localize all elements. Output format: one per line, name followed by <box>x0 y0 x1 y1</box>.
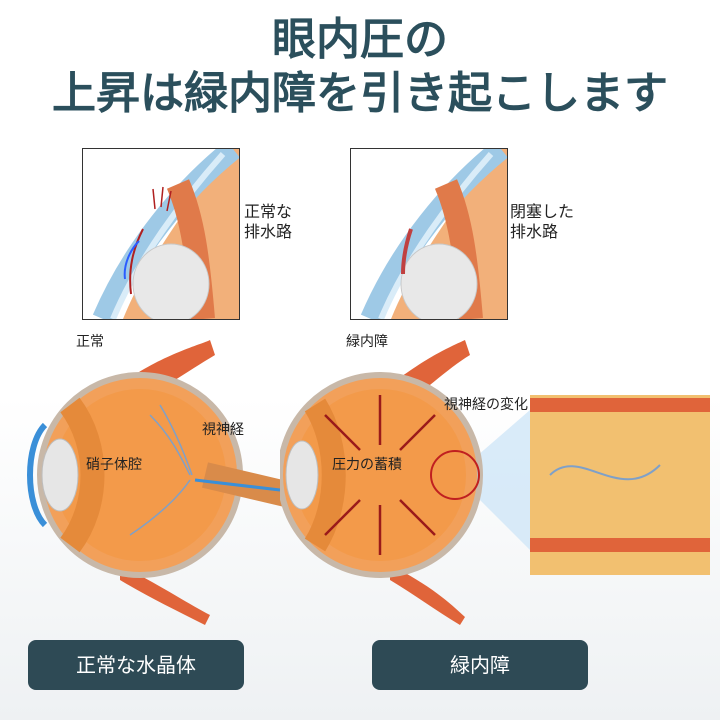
normal-drainage-panel <box>82 148 240 320</box>
normal-eye-illustration <box>27 340 290 625</box>
blocked-drainage-panel <box>350 148 508 320</box>
normal-lens-button[interactable]: 正常な水晶体 <box>28 640 244 690</box>
normal-drainage-illustration <box>92 149 239 319</box>
glaucoma-eye-illustration <box>280 340 710 625</box>
glaucoma-button[interactable]: 緑内障 <box>372 640 588 690</box>
optic-nerve-label: 視神経 <box>202 422 244 438</box>
nerve-change-label: 視神経の変化 <box>444 397 528 413</box>
glaucoma-label: 緑内障 <box>346 334 388 350</box>
page-title-line1: 眼内圧の <box>272 14 448 65</box>
normal-label: 正常 <box>76 334 104 350</box>
normal-drainage-label: 正常な 排水路 <box>244 202 293 241</box>
blocked-drainage-illustration <box>360 149 507 319</box>
page-title-line2: 上昇は緑内障を引き起こします <box>52 68 668 119</box>
blocked-drainage-label: 閉塞した 排水路 <box>510 202 575 241</box>
vitreous-label: 硝子体腔 <box>86 457 142 473</box>
pressure-label: 圧力の蓄積 <box>332 457 402 473</box>
